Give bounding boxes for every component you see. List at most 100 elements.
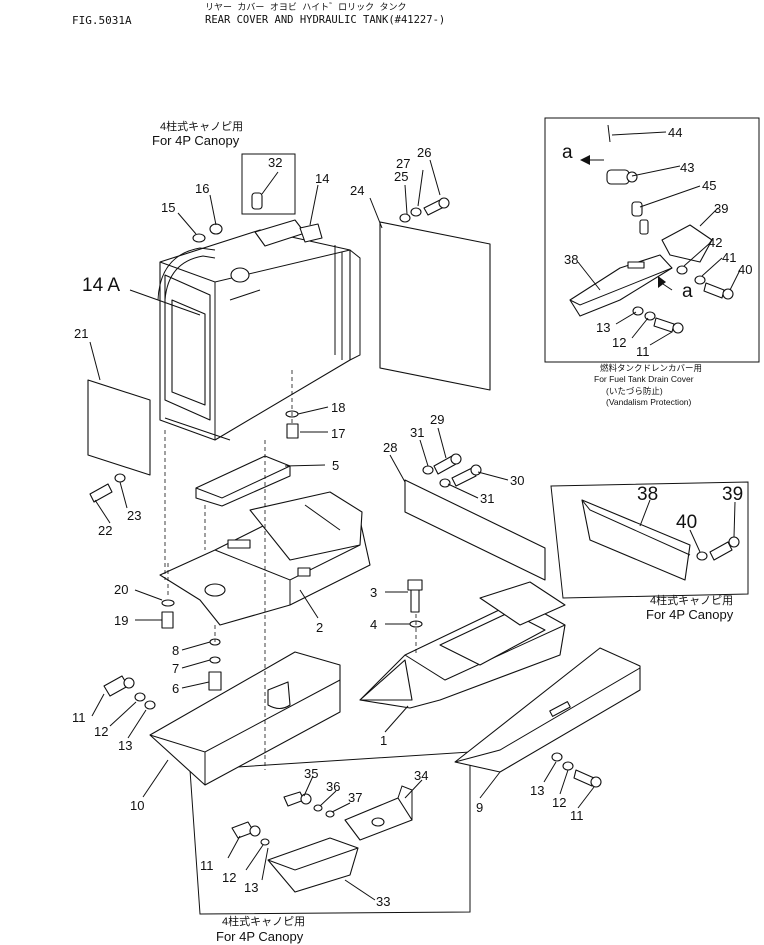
callout-11-drain: 11 — [636, 344, 650, 359]
bolts-11-12-13-right — [551, 752, 602, 788]
callout-36: 36 — [326, 779, 340, 794]
canopy-right-parts — [581, 499, 740, 581]
figure-title: REAR COVER AND HYDRAULIC TANK(#41227-) — [205, 14, 446, 26]
callout-7: 7 — [172, 661, 179, 676]
arrow-a-bottom-head — [658, 276, 666, 288]
callout-14: 14 — [315, 171, 329, 186]
part-19-bolt — [161, 611, 174, 629]
callout-18: 18 — [331, 400, 345, 415]
callout-14a: 14 A — [82, 275, 120, 296]
callout-39-inset: 39 — [722, 484, 743, 505]
callout-11-inset: 11 — [200, 858, 214, 873]
callout-5: 5 — [332, 458, 339, 473]
callout-45: 45 — [702, 178, 716, 193]
part-3-bolt-head — [407, 579, 423, 591]
callout-32: 32 — [268, 155, 282, 170]
captions: 4柱式キャノピ用 For 4P Canopy 4柱式キャノピ用 For 4P C… — [152, 119, 734, 944]
callout-20: 20 — [114, 582, 128, 597]
callout-31-bottom: 31 — [480, 491, 494, 506]
bolts-29-30-31 — [422, 453, 482, 488]
canopy-bottom-parts — [231, 785, 413, 893]
figure-number: FIG.5031A — [72, 14, 132, 27]
part-22-bolt — [89, 483, 113, 503]
part-10-under-cover — [149, 651, 341, 786]
callout-a-top: a — [562, 142, 573, 163]
callout-17: 17 — [331, 426, 345, 441]
canopy-inset-frame-right — [550, 481, 749, 599]
arrow-a-top-head — [580, 155, 590, 165]
callout-23: 23 — [127, 508, 141, 523]
callout-13-drain: 13 — [596, 320, 610, 335]
part-15-nut — [192, 233, 206, 243]
caption-canopy-en-right: For 4P Canopy — [646, 607, 734, 622]
part-28-plate — [404, 479, 546, 581]
callout-31-top: 31 — [410, 425, 424, 440]
callout-8: 8 — [172, 643, 179, 658]
part-6-bolt — [208, 671, 222, 691]
part-1-tank-frame — [359, 581, 566, 709]
rear-cover — [157, 219, 361, 441]
callout-1: 1 — [380, 733, 387, 748]
callout-19: 19 — [114, 613, 128, 628]
caption-canopy-jp-top: 4柱式キャノピ用 — [160, 119, 243, 133]
part-16-nut — [209, 223, 223, 235]
callout-11-left: 11 — [72, 710, 86, 725]
callout-38-inset: 38 — [637, 484, 658, 505]
callout-2: 2 — [316, 620, 323, 635]
caption-canopy-en-bottom: For 4P Canopy — [216, 929, 304, 944]
part-9-side-cover — [454, 647, 641, 773]
callout-16: 16 — [195, 181, 209, 196]
bolts-11-12-13-left — [103, 675, 156, 710]
callout-42: 42 — [708, 235, 722, 250]
callout-26: 26 — [417, 145, 431, 160]
callout-13-left: 13 — [118, 738, 132, 753]
caption-vandal-en: (Vandalism Protection) — [606, 397, 692, 407]
callout-22: 22 — [98, 523, 112, 538]
callout-15: 15 — [161, 200, 175, 215]
callout-44: 44 — [668, 125, 682, 140]
callout-9: 9 — [476, 800, 483, 815]
part-7-washer — [209, 656, 221, 664]
callout-43: 43 — [680, 160, 694, 175]
leader-lines — [89, 131, 741, 901]
part-3-bolt — [410, 589, 420, 613]
callout-a-bottom: a — [682, 281, 693, 302]
drain-cover-inset-frame — [544, 117, 760, 363]
part-21-plate — [87, 379, 151, 476]
callout-13-inset: 13 — [244, 880, 258, 895]
callout-13-right: 13 — [530, 783, 544, 798]
callout-28: 28 — [383, 440, 397, 455]
callout-12-drain: 12 — [612, 335, 626, 350]
callout-37: 37 — [348, 790, 362, 805]
caption-drain-jp: 燃料タンクドレンカバー用 — [600, 363, 702, 373]
callout-12-left: 12 — [94, 724, 108, 739]
caption-vandal-jp: (いたづら防止) — [606, 386, 663, 396]
drain-cover-parts — [569, 124, 734, 334]
callout-25: 25 — [394, 169, 408, 184]
callout-4: 4 — [370, 617, 377, 632]
callout-24: 24 — [350, 183, 364, 198]
figure-title-jp: リヤー カバー オヨビ ハイト゛ロリック タンク — [205, 3, 407, 13]
part-17-plug — [286, 423, 299, 439]
callout-30: 30 — [510, 473, 524, 488]
callout-34: 34 — [414, 768, 428, 783]
callout-6: 6 — [172, 681, 179, 696]
caption-canopy-en-top: For 4P Canopy — [152, 133, 240, 148]
canopy-inset-frame-top — [241, 153, 296, 215]
callout-11-right: 11 — [570, 808, 584, 823]
callout-10: 10 — [130, 798, 144, 813]
callout-41: 41 — [722, 250, 736, 265]
part-24-plate — [379, 221, 491, 391]
caption-drain-en: For Fuel Tank Drain Cover — [594, 374, 694, 384]
callout-12-right: 12 — [552, 795, 566, 810]
part-20-washer — [161, 599, 175, 607]
part-2-hydraulic-tank-base — [159, 491, 371, 626]
canopy-inset-frame-bottom — [189, 751, 471, 915]
callout-40: 40 — [738, 262, 752, 277]
callout-labels: 1 2 3 4 5 6 7 8 9 10 11 12 13 11 12 13 1… — [72, 125, 752, 909]
caption-canopy-jp-bottom: 4柱式キャノピ用 — [222, 914, 305, 928]
callout-35: 35 — [304, 766, 318, 781]
callout-27: 27 — [396, 156, 410, 171]
callout-39: 39 — [714, 201, 728, 216]
